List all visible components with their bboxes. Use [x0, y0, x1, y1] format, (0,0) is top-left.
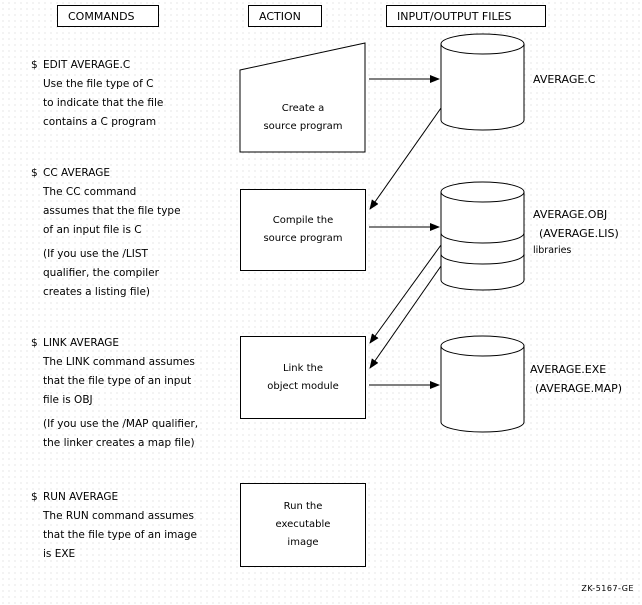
- command-title: EDIT AVERAGE.C: [43, 59, 131, 71]
- command-text: is EXE: [43, 548, 76, 560]
- command-text: contains a C program: [43, 116, 157, 128]
- file-name: (AVERAGE.MAP): [535, 382, 623, 395]
- file-name: AVERAGE.EXE: [530, 363, 607, 376]
- command-link: $ LINK AVERAGE The LINK command assumes …: [31, 334, 199, 453]
- command-note: (If you use the /MAP qualifier,: [43, 418, 199, 430]
- create-action-shape: [239, 42, 366, 153]
- dollar-prompt: $: [31, 337, 38, 349]
- action-header: ACTION: [248, 5, 322, 27]
- command-note: the linker creates a map file): [43, 437, 195, 449]
- file-label-average-exe: AVERAGE.EXE (AVERAGE.MAP): [530, 360, 622, 398]
- command-text: The LINK command assumes: [43, 356, 195, 368]
- action-text: Link the: [282, 362, 324, 374]
- average-obj-cylinder: [440, 181, 525, 291]
- command-text: The CC command: [43, 186, 137, 198]
- file-name: (AVERAGE.LIS): [539, 227, 619, 240]
- action-text: object module: [267, 380, 339, 392]
- command-text: Use the file type of C: [43, 78, 154, 90]
- command-text: The RUN command assumes: [43, 510, 194, 522]
- arrow-source-to-compile: [369, 107, 442, 210]
- command-text: of an input file is C: [43, 224, 142, 236]
- command-title: RUN AVERAGE: [43, 491, 119, 503]
- action-text: Compile the: [272, 215, 334, 226]
- action-run: Run the executable image: [240, 483, 366, 567]
- arrow-obj-to-link: [369, 244, 442, 344]
- action-text: image: [287, 537, 319, 548]
- dollar-prompt: $: [31, 491, 38, 503]
- average-exe-cylinder: [440, 335, 525, 433]
- command-note: (If you use the /LIST: [43, 248, 148, 260]
- action-text: source program: [263, 233, 343, 244]
- command-text: assumes that the file type: [43, 205, 181, 217]
- command-cc: $ CC AVERAGE The CC command assumes that…: [31, 164, 181, 302]
- command-title: CC AVERAGE: [43, 167, 110, 179]
- files-header: INPUT/OUTPUT FILES: [386, 5, 546, 27]
- action-text: Run the: [283, 501, 323, 512]
- file-name: AVERAGE.OBJ: [533, 208, 608, 221]
- action-compile: Compile the source program: [240, 189, 366, 271]
- action-text: executable: [275, 519, 331, 530]
- command-note: qualifier, the compiler: [43, 267, 159, 279]
- command-text: that the file type of an image: [43, 529, 197, 541]
- figure-id: ZK-5167-GE: [581, 584, 634, 593]
- libraries-label: libraries: [533, 245, 572, 256]
- command-text: to indicate that the file: [43, 97, 164, 109]
- file-label-average-c: AVERAGE.C: [533, 70, 595, 89]
- action-link: Link the object module: [240, 336, 366, 419]
- file-label-average-obj: AVERAGE.OBJ (AVERAGE.LIS) libraries: [533, 205, 619, 259]
- commands-header: COMMANDS: [57, 5, 159, 27]
- arrow-libraries-to-link: [369, 265, 442, 369]
- command-text: file is OBJ: [43, 394, 93, 406]
- action-text: Create a: [281, 102, 325, 114]
- command-text: that the file type of an input: [43, 375, 192, 387]
- command-edit: $ EDIT AVERAGE.C Use the file type of C …: [31, 56, 164, 132]
- action-create: Create a source program: [240, 70, 366, 153]
- action-text: source program: [263, 120, 343, 132]
- command-run: $ RUN AVERAGE The RUN command assumes th…: [31, 488, 197, 564]
- dollar-prompt: $: [31, 59, 38, 71]
- file-name: AVERAGE.C: [533, 73, 596, 86]
- command-note: creates a listing file): [43, 286, 150, 298]
- command-title: LINK AVERAGE: [43, 337, 119, 349]
- dollar-prompt: $: [31, 167, 38, 179]
- average-c-cylinder: [440, 33, 525, 131]
